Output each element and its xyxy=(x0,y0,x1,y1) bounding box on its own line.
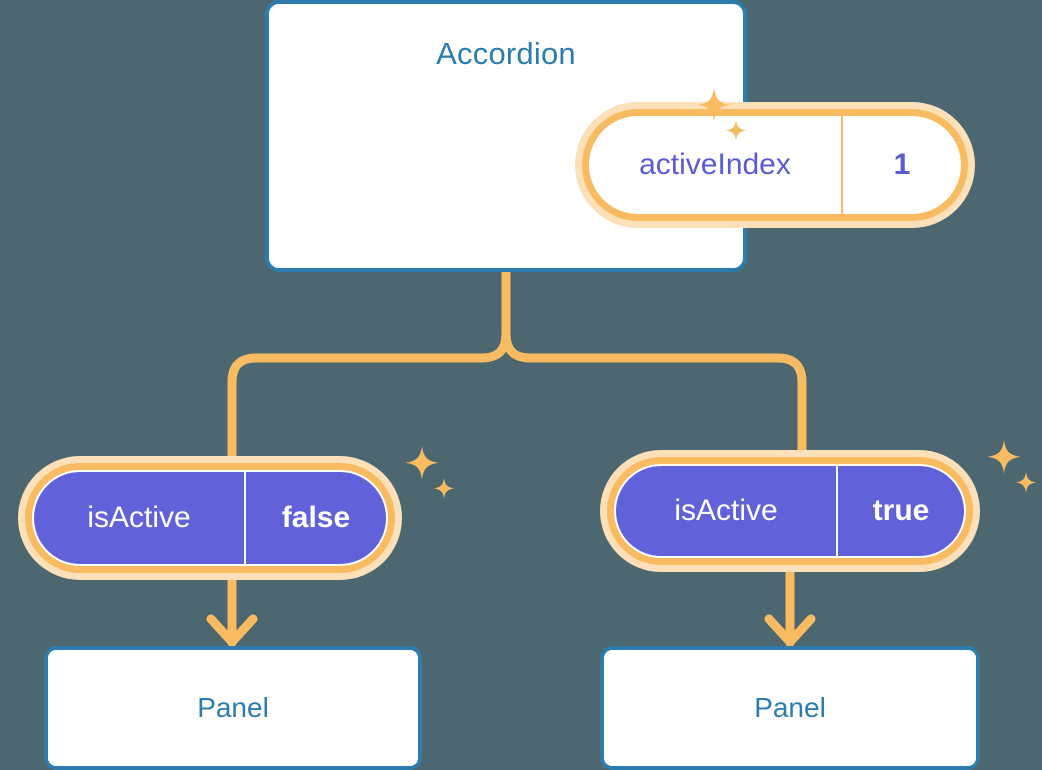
pill-ring: activeIndex 1 xyxy=(582,109,968,221)
connector-tree-branch-left xyxy=(227,329,511,461)
panel-label: Panel xyxy=(197,692,269,723)
connector-tree-branch xyxy=(501,267,807,455)
arrow-head-left xyxy=(206,614,258,647)
panel-label: Panel xyxy=(754,692,826,723)
pill-inner: isActive false xyxy=(32,470,388,566)
pill-inner: isActive true xyxy=(614,464,966,558)
state-key-label: activeIndex xyxy=(639,148,791,181)
component-card-accordion[interactable]: Accordion activeIndex 1 xyxy=(265,0,975,272)
state-pill-activeindex[interactable]: activeIndex 1 xyxy=(575,102,975,228)
state-value-label: false xyxy=(244,472,386,564)
state-value-label: 1 xyxy=(841,116,961,214)
state-key-label: isActive xyxy=(87,501,191,534)
pill-ring: isActive false xyxy=(25,463,395,573)
component-card-panel-left[interactable]: Panel xyxy=(44,646,422,770)
component-card-panel-right[interactable]: Panel xyxy=(600,646,980,770)
state-pill-isactive-left[interactable]: isActive false xyxy=(18,456,402,580)
pill-inner: activeIndex 1 xyxy=(589,116,961,214)
state-value-label: true xyxy=(836,466,964,556)
arrow-head-right xyxy=(764,614,816,647)
state-key-label: isActive xyxy=(674,494,778,527)
state-pill-isactive-right[interactable]: isActive true xyxy=(600,450,980,572)
pill-ring: isActive true xyxy=(607,457,973,565)
page-title: Accordion xyxy=(436,36,576,71)
